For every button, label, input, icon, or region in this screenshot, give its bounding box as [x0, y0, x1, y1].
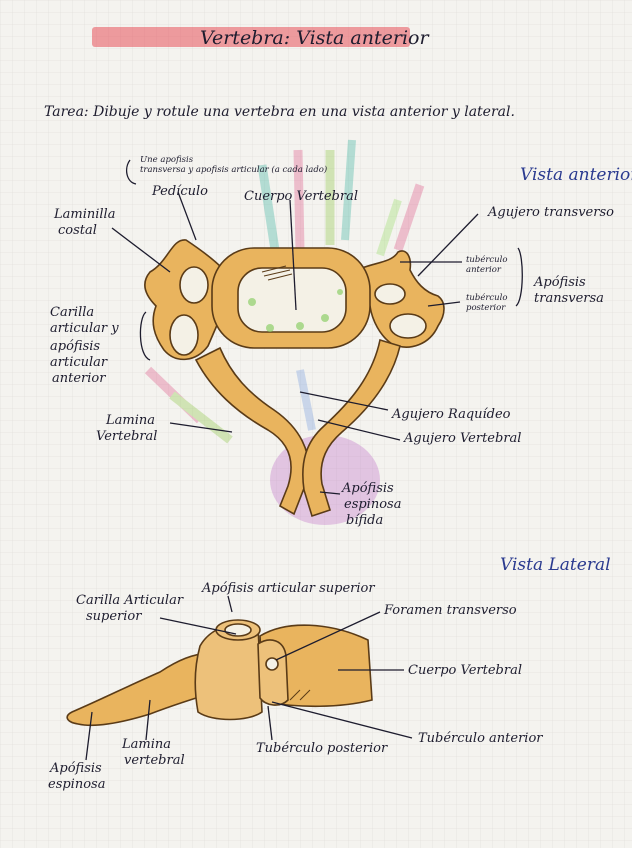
title-highlight — [92, 27, 410, 47]
label-apofisis-articular-superior: Apófisis articular superior — [201, 581, 375, 596]
label-espinosa-2: espinosa — [344, 497, 401, 512]
vertebra-anterior-drawing — [144, 239, 445, 518]
anterior-heading: Vista anterior — [520, 165, 632, 185]
lateral-leader-lines — [85, 595, 413, 761]
label-agujero-transverso: Agujero transverso — [487, 205, 614, 220]
label-pediculo: Pedículo — [151, 184, 208, 199]
label-carilla-1: Carilla — [50, 305, 94, 320]
label-agujero-vertebral: Agujero Vertebral — [403, 431, 521, 446]
label-tuberculo-posterior-2: posterior — [466, 303, 506, 313]
label-cuerpo-vertebral-lateral: Cuerpo Vertebral — [408, 663, 522, 678]
label-tuberculo-posterior-1: tubérculo — [466, 292, 508, 303]
label-lamina-lateral-1: Lamina — [121, 737, 171, 752]
label-apofisis-transversa-1: Apófisis — [533, 275, 586, 290]
label-carilla-articular-2: superior — [86, 609, 142, 624]
label-carilla-5: anterior — [52, 371, 106, 386]
label-apofisis-transversa-2: transversa — [534, 291, 604, 306]
page-title: Vertebra: Vista anterior — [200, 27, 430, 49]
label-carilla-4: articular — [50, 355, 108, 370]
label-foramen-transverso: Foramen transverso — [383, 603, 517, 618]
note-line-2: transversa y apofisis articular (a cada … — [140, 164, 327, 175]
label-lamina-2: Vertebral — [96, 429, 157, 444]
label-carilla-2: articular y — [50, 321, 119, 336]
label-lamina-lateral-2: vertebral — [124, 753, 185, 768]
label-espinosa-3: bífida — [346, 513, 383, 528]
label-agujero-raquideo: Agujero Raquídeo — [391, 407, 511, 422]
label-espinosa-lateral-1: Apófisis — [49, 761, 102, 776]
task-text: Tarea: Dibuje y rotule una vertebra en u… — [44, 104, 515, 120]
label-tuberculo-anterior-2: anterior — [466, 265, 502, 275]
label-espinosa-1: Apófisis — [341, 481, 394, 496]
label-cuerpo-vertebral: Cuerpo Vertebral — [244, 189, 358, 204]
label-tuberculo-anterior: Tubérculo anterior — [418, 731, 543, 746]
vertebra-lateral-drawing — [66, 619, 373, 727]
label-carilla-articular-1: Carilla Articular — [76, 593, 184, 608]
anterior-leader-lines — [111, 159, 523, 495]
label-carilla-3: apófisis — [50, 339, 100, 354]
label-tuberculo-anterior-1: tubérculo — [466, 254, 508, 265]
note-line-1: Une apofisis — [140, 155, 194, 165]
lateral-heading: Vista Lateral — [500, 555, 611, 575]
label-espinosa-lateral-2: espinosa — [48, 777, 105, 792]
label-laminilla-2: costal — [58, 223, 97, 238]
label-tuberculo-posterior: Tubérculo posterior — [256, 741, 388, 756]
label-lamina-1: Lamina — [105, 413, 155, 428]
label-laminilla-1: Laminilla — [53, 207, 115, 222]
